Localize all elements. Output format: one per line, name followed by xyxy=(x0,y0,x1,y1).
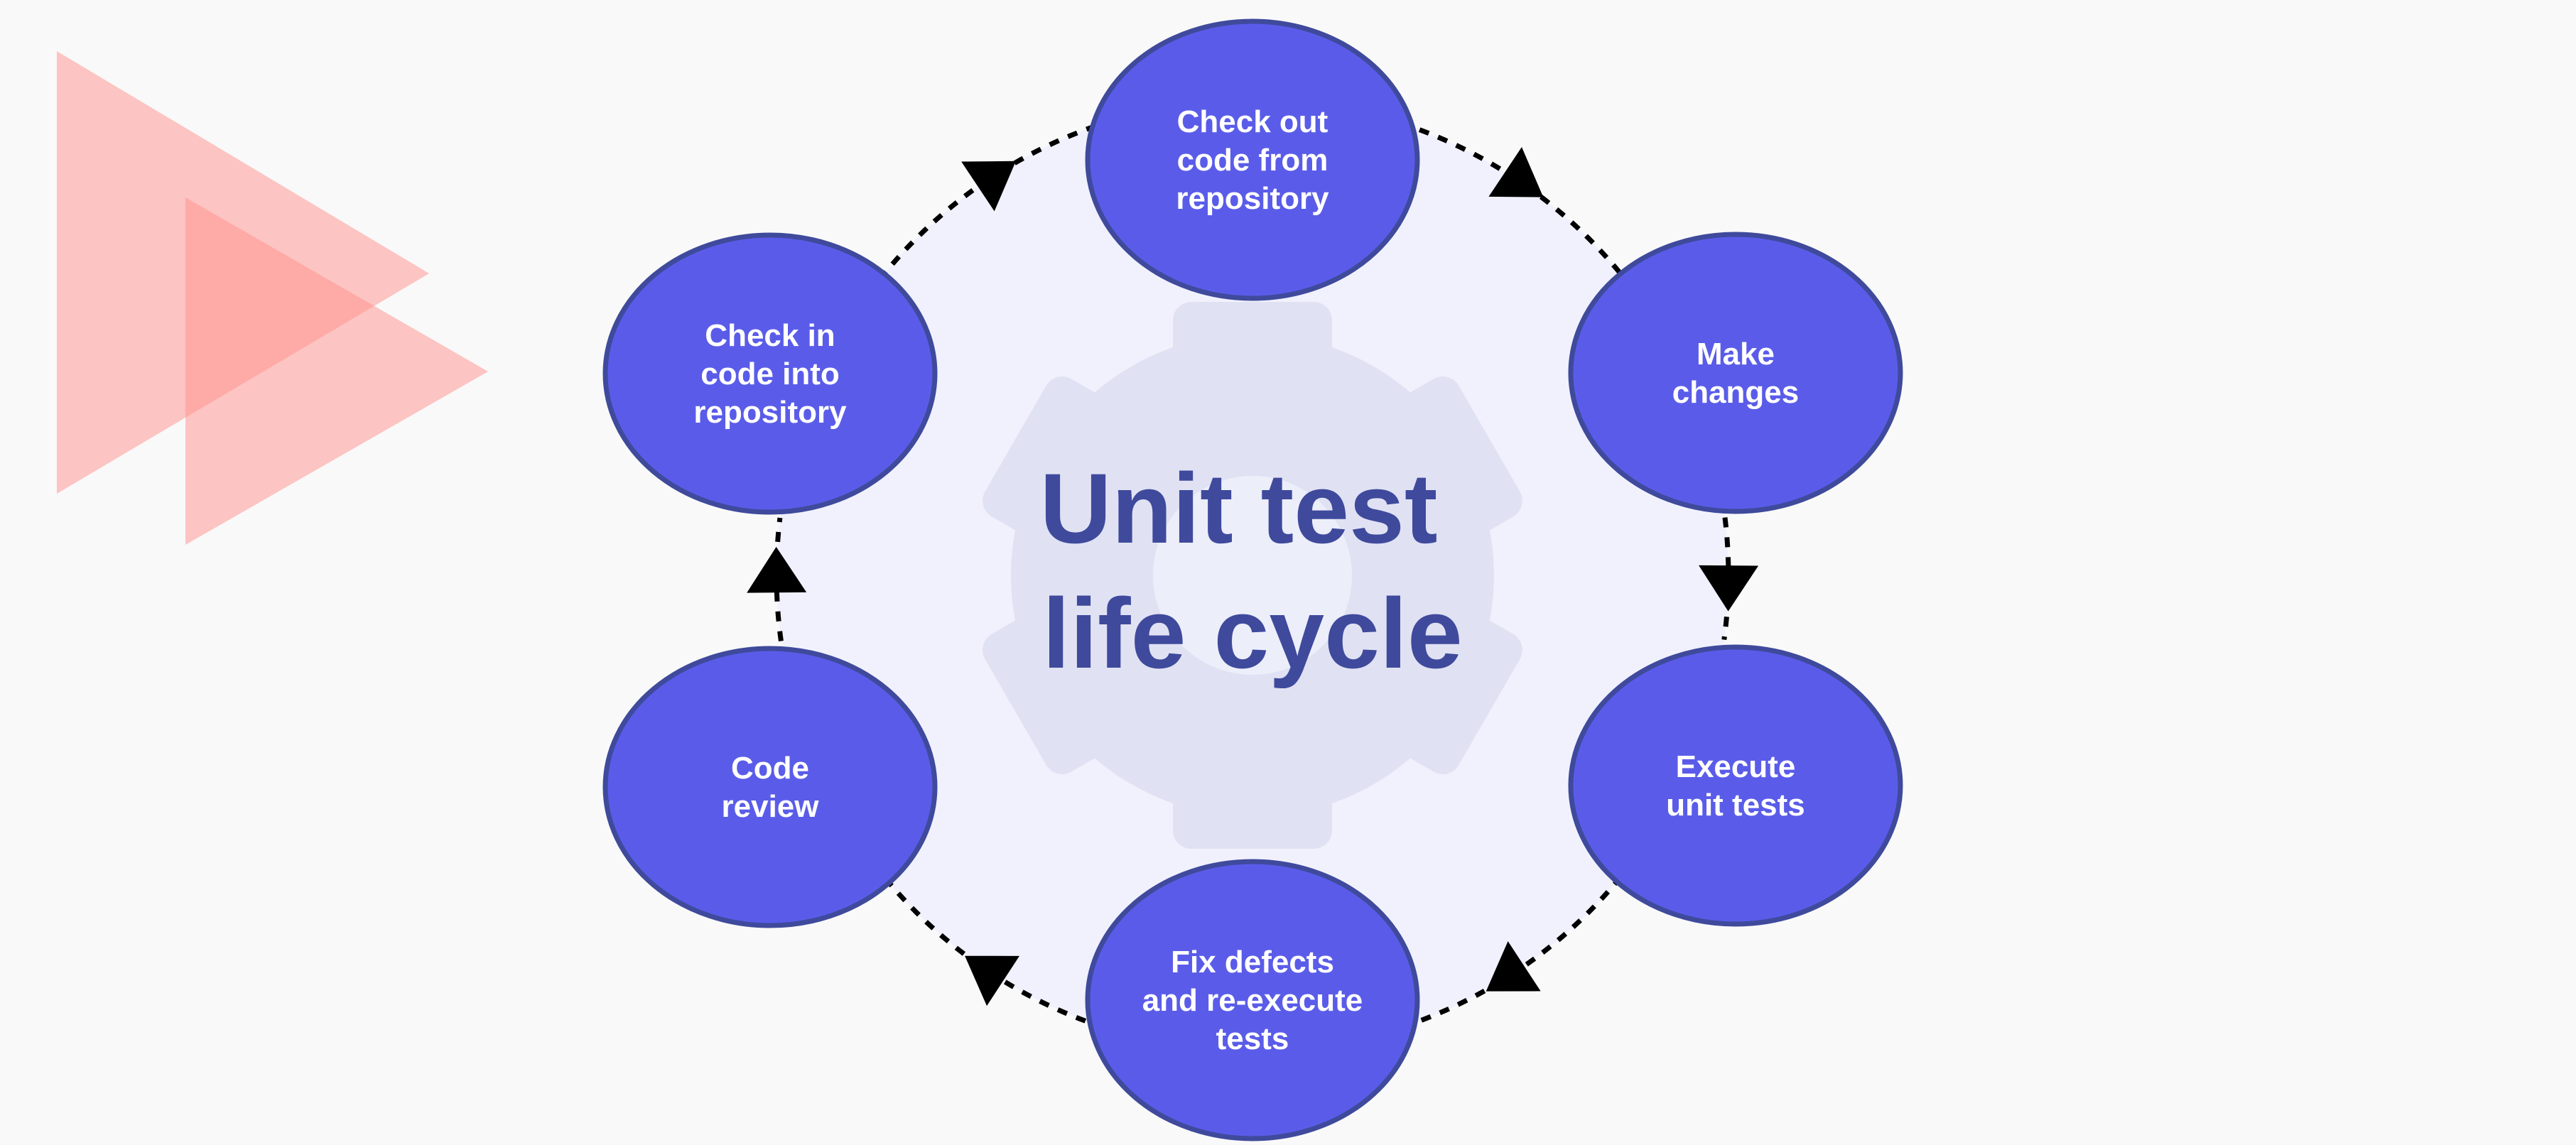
step-node-label: Make changes xyxy=(1672,337,1800,410)
play-icon-front-triangle xyxy=(185,197,488,545)
step-node-label-line: and re-execute xyxy=(1142,983,1363,1018)
step-node-circle xyxy=(602,232,938,515)
cycle-connectors xyxy=(747,114,1759,1036)
diagram-title-line: life cycle xyxy=(1042,577,1463,689)
step-node-make-changes: Make changes xyxy=(1568,232,1903,514)
gear-icon-hole xyxy=(1153,476,1352,675)
arrow-icon xyxy=(965,955,1019,1006)
step-node-label-line: code into xyxy=(700,357,840,391)
step-node-circle xyxy=(602,646,938,928)
play-icon xyxy=(57,51,488,545)
step-node-label-line: repository xyxy=(693,395,847,430)
step-node-label-line: changes xyxy=(1672,375,1800,410)
arrow-icon xyxy=(1488,146,1544,197)
step-node-label-line: Fix defects xyxy=(1171,945,1334,980)
step-node-label-line: unit tests xyxy=(1666,788,1805,823)
step-node-label-line: repository xyxy=(1176,181,1329,216)
diagram-title: Unit test life cycle xyxy=(1040,452,1466,689)
step-node-label: Execute unit tests xyxy=(1666,749,1805,823)
step-node-label-line: tests xyxy=(1216,1021,1289,1056)
gear-icon xyxy=(983,302,1522,849)
diagram-title-line: Unit test xyxy=(1040,452,1438,564)
step-node-label-line: Execute xyxy=(1676,749,1796,784)
arrow-icon xyxy=(747,546,807,593)
arrow-icon xyxy=(1485,941,1541,992)
step-node-execute-tests: Execute unit tests xyxy=(1568,644,1903,927)
step-node-check-in: Check in code into repository xyxy=(602,232,938,515)
step-node-circle xyxy=(1568,232,1903,514)
step-node-label-line: Check in xyxy=(705,318,835,353)
step-node-label-line: review xyxy=(722,789,820,824)
step-node-label-line: code from xyxy=(1177,143,1328,178)
step-node-label: Check in code into repository xyxy=(693,318,847,430)
step-node-circle xyxy=(1568,644,1903,927)
step-node-label-line: Make xyxy=(1696,337,1775,371)
arrow-icon xyxy=(961,161,1017,212)
step-node-circle xyxy=(1085,859,1420,1141)
step-node-circle xyxy=(1085,18,1420,301)
step-node-label-line: Code xyxy=(731,751,809,786)
arrow-icon xyxy=(1699,565,1759,612)
step-node-label-line: Check out xyxy=(1177,104,1328,139)
